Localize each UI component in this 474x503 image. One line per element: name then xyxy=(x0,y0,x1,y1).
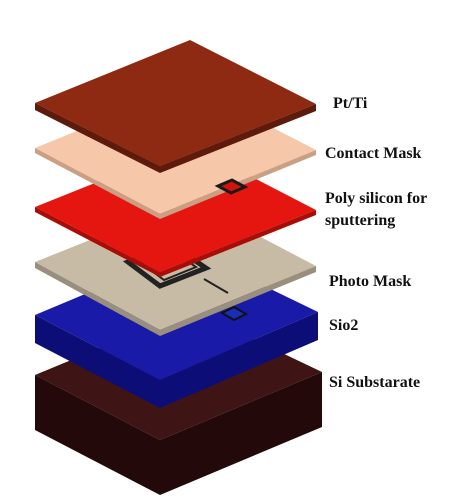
label-sio2: Sio2 xyxy=(329,317,359,334)
sio2-right-side xyxy=(160,312,318,408)
pt-ti-layer xyxy=(35,40,316,173)
photo-mask-right-side xyxy=(160,266,316,336)
poly-silicon-right-side xyxy=(160,210,316,277)
label-contact-mask: Contact Mask xyxy=(325,145,422,162)
poly-silicon-left-side xyxy=(35,207,160,277)
pt-ti-top xyxy=(35,40,316,166)
contact-mask-left-side xyxy=(35,148,160,219)
label-si-substrate: Si Substarate xyxy=(329,374,421,391)
sio2-left-side xyxy=(35,315,160,408)
pt-ti-left-side xyxy=(35,103,160,173)
pt-ti-right-side xyxy=(160,104,316,173)
photo-mask-left-side xyxy=(35,262,160,336)
si-substrate-left-side xyxy=(35,375,160,495)
pattern-lead-right xyxy=(203,278,229,294)
pattern-pad-right xyxy=(219,305,249,322)
si-substrate-right-side xyxy=(160,372,322,495)
contact-mask-opening xyxy=(214,178,249,195)
label-poly-silicon-line1: Poly silicon for xyxy=(325,190,428,207)
label-poly-silicon-line2: sputtering xyxy=(325,212,396,229)
label-photo-mask: Photo Mask xyxy=(329,273,412,290)
label-pt-ti: Pt/Ti xyxy=(333,95,368,112)
